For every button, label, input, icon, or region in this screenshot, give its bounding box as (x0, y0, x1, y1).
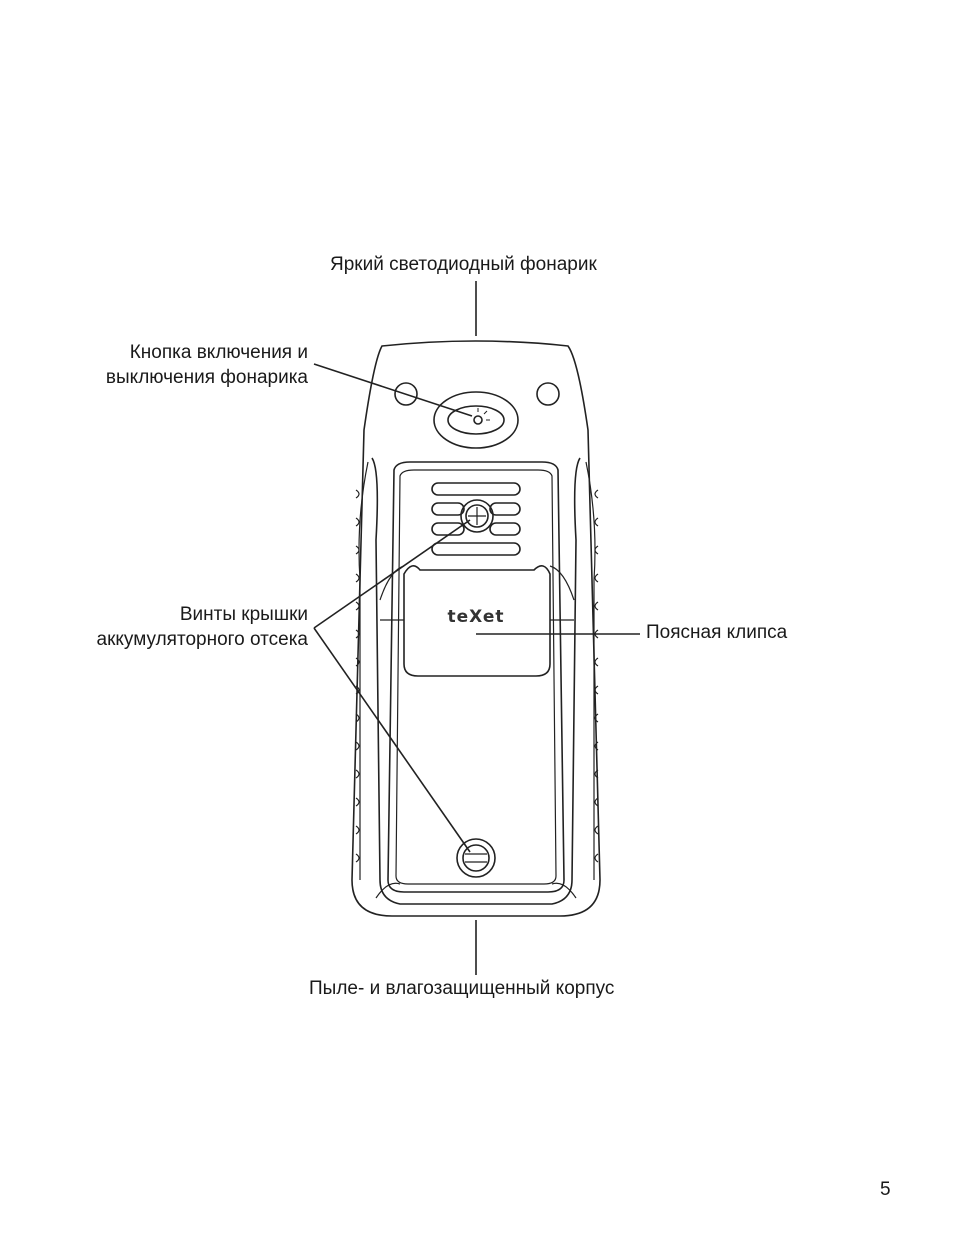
label-screws-line2: аккумуляторного отсека (96, 629, 308, 650)
battery-cover (387, 461, 565, 893)
right-strap-hole (536, 382, 560, 406)
leader-power-button (313, 363, 473, 417)
leader-bottom-screw (313, 627, 471, 853)
bottom-screw (456, 838, 496, 878)
speaker-grille (431, 482, 521, 556)
belt-clip (403, 565, 551, 677)
right-grip-ridges (594, 489, 599, 863)
label-screws-line1: Винты крышки (179, 604, 308, 625)
device-body-outline (351, 340, 601, 917)
top-screw (460, 499, 494, 533)
label-power-button-line1: Кнопка включения и (129, 342, 308, 363)
page-number: 5 (880, 1179, 891, 1200)
flashlight-icon (473, 415, 483, 425)
flashlight-button-housing (433, 391, 519, 449)
brand-logo: teXet (448, 607, 505, 627)
left-grip-ridges (355, 489, 360, 863)
label-housing: Пыле- и влагозащищенный корпус (309, 978, 615, 999)
label-power-button-line2: выключения фонарика (105, 367, 308, 388)
label-belt-clip: Поясная клипса (646, 622, 788, 643)
label-flashlight: Яркий светодиодный фонарик (330, 254, 597, 275)
device-body-inner-outline (371, 457, 581, 905)
leader-top-screw (313, 519, 471, 629)
left-strap-hole (394, 382, 418, 406)
flashlight-button (447, 405, 505, 435)
